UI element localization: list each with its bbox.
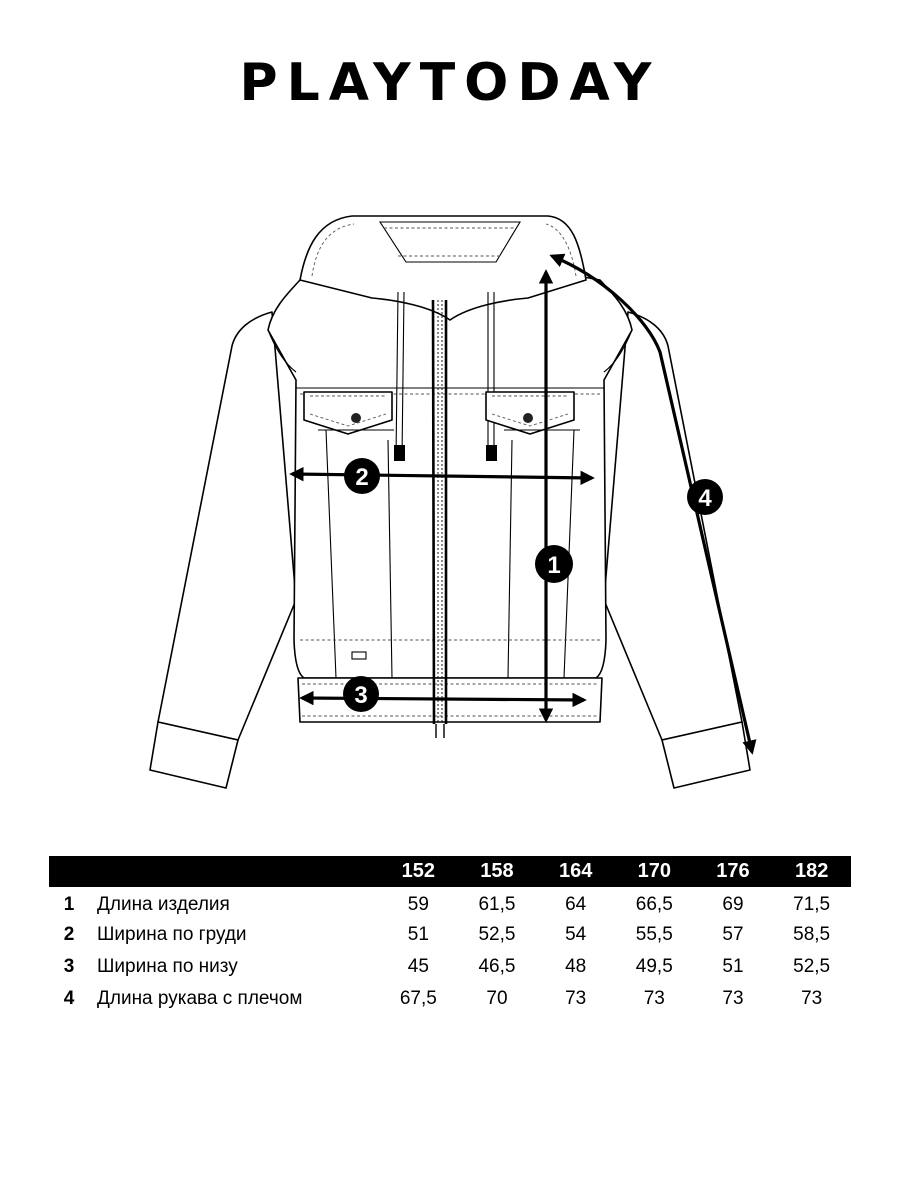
table-row: 1 Длина изделия 59 61,5 64 66,5 69 71,5 xyxy=(49,887,851,919)
svg-text:3: 3 xyxy=(354,682,367,709)
measurement-value: 66,5 xyxy=(635,893,673,915)
svg-text:2: 2 xyxy=(355,464,368,491)
measurement-value: 51 xyxy=(722,956,744,977)
row-label: Ширина по низу xyxy=(97,956,238,977)
size-chart-table: 152 158 164 170 176 182 1 Длина изделия … xyxy=(49,856,851,1015)
row-label: Ширина по груди xyxy=(97,924,247,945)
svg-text:4: 4 xyxy=(698,485,712,512)
measurement-value: 46,5 xyxy=(478,956,516,977)
measurement-value: 54 xyxy=(565,924,587,945)
measurement-2-chest xyxy=(289,466,595,486)
measurement-value: 51 xyxy=(407,924,429,945)
table-row: 2 Ширина по груди 51 52,5 54 55,5 57 58,… xyxy=(49,919,851,951)
measurement-value: 52,5 xyxy=(478,924,516,945)
size-header-row: 152 158 164 170 176 182 xyxy=(49,856,851,887)
marker-badge-4: 4 xyxy=(687,479,723,515)
measurement-value: 52,5 xyxy=(793,956,831,977)
size-column-header: 164 xyxy=(558,860,593,882)
header-empty xyxy=(89,856,379,887)
measurement-value: 64 xyxy=(565,893,587,915)
table-row: 3 Ширина по низу 45 46,5 48 49,5 51 52,5 xyxy=(49,951,851,983)
measurement-value: 70 xyxy=(486,988,508,1009)
measurement-value: 59 xyxy=(407,893,429,915)
jacket-measurement-diagram: 2 1 3 4 xyxy=(0,200,900,810)
left-chest-pocket xyxy=(303,391,394,435)
marker-badge-2: 2 xyxy=(344,458,380,494)
measurement-value: 73 xyxy=(801,988,823,1009)
measurement-value: 73 xyxy=(643,988,665,1009)
size-column-header: 182 xyxy=(794,860,829,882)
measurement-value: 67,5 xyxy=(399,988,437,1009)
brand-logo: PLAYTODAY xyxy=(239,53,661,113)
row-number: 2 xyxy=(63,924,75,945)
measurement-value: 45 xyxy=(407,956,429,977)
svg-text:1: 1 xyxy=(547,552,560,579)
jacket-drawing: 2 1 3 4 xyxy=(149,215,757,789)
marker-badge-3: 3 xyxy=(343,676,379,712)
measurement-value: 49,5 xyxy=(635,956,673,977)
hood-drawstrings xyxy=(394,291,497,461)
row-label: Длина рукава с плечом xyxy=(97,988,303,1009)
header-empty xyxy=(49,856,89,887)
table-row: 4 Длина рукава с плечом 67,5 70 73 73 73… xyxy=(49,983,851,1015)
measurement-value: 57 xyxy=(722,924,744,945)
measurement-value: 55,5 xyxy=(635,924,673,945)
size-column-header: 152 xyxy=(401,860,436,882)
center-zipper xyxy=(431,299,448,738)
marker-badge-1: 1 xyxy=(535,545,573,583)
measurement-value: 69 xyxy=(722,893,744,915)
row-number: 3 xyxy=(63,956,75,977)
measurement-value: 71,5 xyxy=(793,893,831,915)
measurement-value: 73 xyxy=(722,988,744,1009)
measurement-4-sleeve xyxy=(549,253,757,755)
measurement-value: 48 xyxy=(565,956,587,977)
row-label: Длина изделия xyxy=(97,893,230,915)
right-sleeve xyxy=(601,311,751,789)
size-column-header: 158 xyxy=(480,860,514,882)
size-column-header: 170 xyxy=(637,860,671,882)
measurement-value: 73 xyxy=(565,988,587,1009)
row-number: 4 xyxy=(63,988,75,1009)
measurement-value: 61,5 xyxy=(478,893,516,915)
row-number: 1 xyxy=(63,893,75,915)
left-sleeve xyxy=(149,311,299,789)
size-column-header: 176 xyxy=(716,860,750,882)
measurement-value: 58,5 xyxy=(793,924,831,945)
